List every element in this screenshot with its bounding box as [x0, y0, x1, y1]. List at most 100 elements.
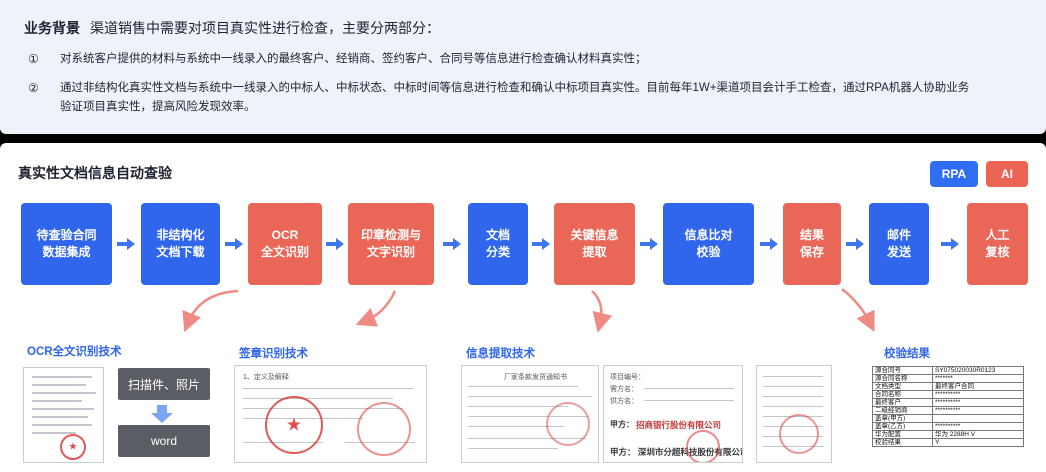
stamp-icon	[357, 402, 411, 456]
doc-heading: 厂家条款发货通知书	[504, 374, 567, 381]
background-item-1: ① 对系统客户提供的材料与系统中一线录入的最终客户、经销商、签约客户、合同号等信…	[24, 50, 1022, 69]
step-label-line1: 关键信息	[570, 228, 619, 242]
background-heading: 业务背景渠道销售中需要对项目真实性进行检查，主要分两部分：	[24, 18, 1022, 38]
item-text-line2: 验证项目真实性，提高风险发现效率。	[60, 101, 256, 113]
ocr-input-box: 扫描件、照片	[118, 368, 210, 400]
step-label-line2: 校验	[696, 245, 721, 259]
table-key: 盖章(甲方)	[872, 414, 933, 423]
arrow-down-icon	[151, 405, 173, 423]
curved-arrow-icon	[841, 288, 875, 332]
stamp-icon	[779, 414, 819, 454]
step-label-line2: 复核	[985, 245, 1010, 259]
step-label-line2: 发送	[886, 245, 911, 259]
table-value: **********	[932, 422, 1024, 431]
stamp-icon	[686, 430, 720, 462]
table-value: 华为 2288H V	[932, 430, 1024, 439]
step-label-line1: 人工	[985, 228, 1010, 242]
curved-arrow-icon	[355, 290, 397, 327]
step-key-info-extraction: 关键信息 提取	[554, 203, 635, 285]
doc-party-2: 甲方： 深圳市分超科技股份有限公司	[610, 447, 743, 457]
process-panel: 真实性文档信息自动查验 RPA AI 待查验合同 数据集成 非结构化 文档下载 …	[0, 143, 1046, 472]
table-value: **********	[932, 390, 1024, 399]
background-title-bold: 业务背景	[24, 20, 80, 36]
item-text-line1: 通过非结构化真实性文档与系统中一线录入的中标人、中标状态、中标时间等信息进行检查…	[60, 82, 970, 94]
doc-field: 需方名：	[610, 386, 638, 393]
step-contract-data-integration: 待查验合同 数据集成	[21, 203, 112, 285]
legend-rpa-badge: RPA	[930, 161, 978, 187]
arrow-right-icon	[760, 238, 778, 250]
step-label-line2: 分类	[485, 245, 510, 259]
doc-field: 项目编号：	[610, 374, 645, 381]
step-doc-classification: 文档 分类	[468, 203, 528, 285]
table-key: 源合同名称	[872, 374, 933, 383]
notice-document-thumbnail: 厂家条款发货通知书	[461, 365, 599, 463]
step-label-line1: OCR	[271, 228, 299, 242]
arrow-right-icon	[941, 238, 959, 250]
background-item-2: ② 通过非结构化真实性文档与系统中一线录入的中标人、中标状态、中标时间等信息进行…	[24, 79, 1022, 117]
step-manual-review: 人工 复核	[967, 203, 1028, 285]
step-label-line1: 印章检测与	[360, 228, 421, 242]
arrow-right-icon	[117, 238, 135, 250]
curved-arrow-icon	[182, 289, 239, 333]
table-row: 二级经销商**********	[872, 406, 1024, 415]
background-title-rest: 渠道销售中需要对项目真实性进行检查，主要分两部分：	[90, 20, 440, 36]
step-result-save: 结果 保存	[783, 203, 841, 285]
table-value: *******	[932, 374, 1024, 383]
section-seal-title: 签章识别技术	[239, 348, 308, 360]
table-value: SY075020030R0123	[932, 366, 1024, 375]
table-row: 盖章(乙方)**********	[872, 422, 1024, 431]
arrow-right-icon	[443, 238, 461, 250]
table-value: **********	[932, 406, 1024, 415]
doc-bank-name: 招商银行股份有限公司	[636, 420, 722, 430]
table-key: 合同名称	[872, 390, 933, 399]
stamp-icon	[546, 402, 590, 446]
table-row: 源合同名称*******	[872, 374, 1024, 383]
section-result-title: 校验结果	[884, 348, 930, 360]
step-ocr: OCR 全文识别	[248, 203, 322, 285]
step-label-line2: 数据集成	[42, 245, 91, 259]
step-label-line1: 文档	[485, 228, 510, 242]
arrow-right-icon	[326, 238, 344, 250]
arrow-right-icon	[640, 238, 658, 250]
step-label-line2: 提取	[582, 245, 607, 259]
table-key: 二级经销商	[872, 406, 933, 415]
table-key: 盖章(乙方)	[872, 422, 933, 431]
table-key: 文档类型	[872, 382, 933, 391]
arrow-right-icon	[225, 238, 243, 250]
table-row: 华为配置华为 2288H V	[872, 430, 1024, 439]
table-key: 源合同号	[872, 366, 933, 375]
table-value	[932, 414, 1024, 423]
step-seal-detection: 印章检测与 文字识别	[348, 203, 434, 285]
ocr-document-thumbnail: ★	[23, 367, 104, 463]
item-text: 通过非结构化真实性文档与系统中一线录入的中标人、中标状态、中标时间等信息进行检查…	[60, 79, 1022, 117]
step-label-line1: 邮件	[886, 228, 911, 242]
table-row: 最终客户**********	[872, 398, 1024, 407]
step-label-line1: 待查验合同	[36, 228, 97, 242]
table-value: 最终客户合同	[932, 382, 1024, 391]
step-label-line1: 结果	[799, 228, 824, 242]
table-row: 文档类型最终客户合同	[872, 382, 1024, 391]
seal-document-thumbnail: 1、定义及解释 ★	[234, 365, 427, 463]
table-key: 华为配置	[872, 430, 933, 439]
stamp-icon: ★	[60, 434, 86, 460]
step-label-line1: 非结构化	[156, 228, 205, 242]
doc-heading: 1、定义及解释	[243, 374, 289, 381]
arrow-right-icon	[532, 238, 550, 250]
table-row: 盖章(甲方)	[872, 414, 1024, 423]
arrow-right-icon	[846, 238, 864, 250]
section-ocr-title: OCR全文识别技术	[27, 346, 122, 358]
step-email-send: 邮件 发送	[869, 203, 929, 285]
step-label-line2: 文档下载	[156, 245, 205, 259]
item-number: ②	[28, 81, 39, 95]
table-document-thumbnail	[756, 365, 832, 463]
step-label-line2: 保存	[799, 245, 824, 259]
curved-arrow-icon	[591, 290, 613, 333]
step-doc-download: 非结构化 文档下载	[141, 203, 220, 285]
business-background-panel: 业务背景渠道销售中需要对项目真实性进行检查，主要分两部分： ① 对系统客户提供的…	[0, 0, 1046, 134]
step-label-line2: 文字识别	[366, 245, 415, 259]
contract-document-thumbnail: 项目编号： 需方名： 供方名： 甲方： 招商银行股份有限公司 甲方： 深圳市分超…	[603, 365, 743, 463]
table-row: 合同名称**********	[872, 390, 1024, 399]
ocr-output-box: word	[118, 425, 210, 457]
